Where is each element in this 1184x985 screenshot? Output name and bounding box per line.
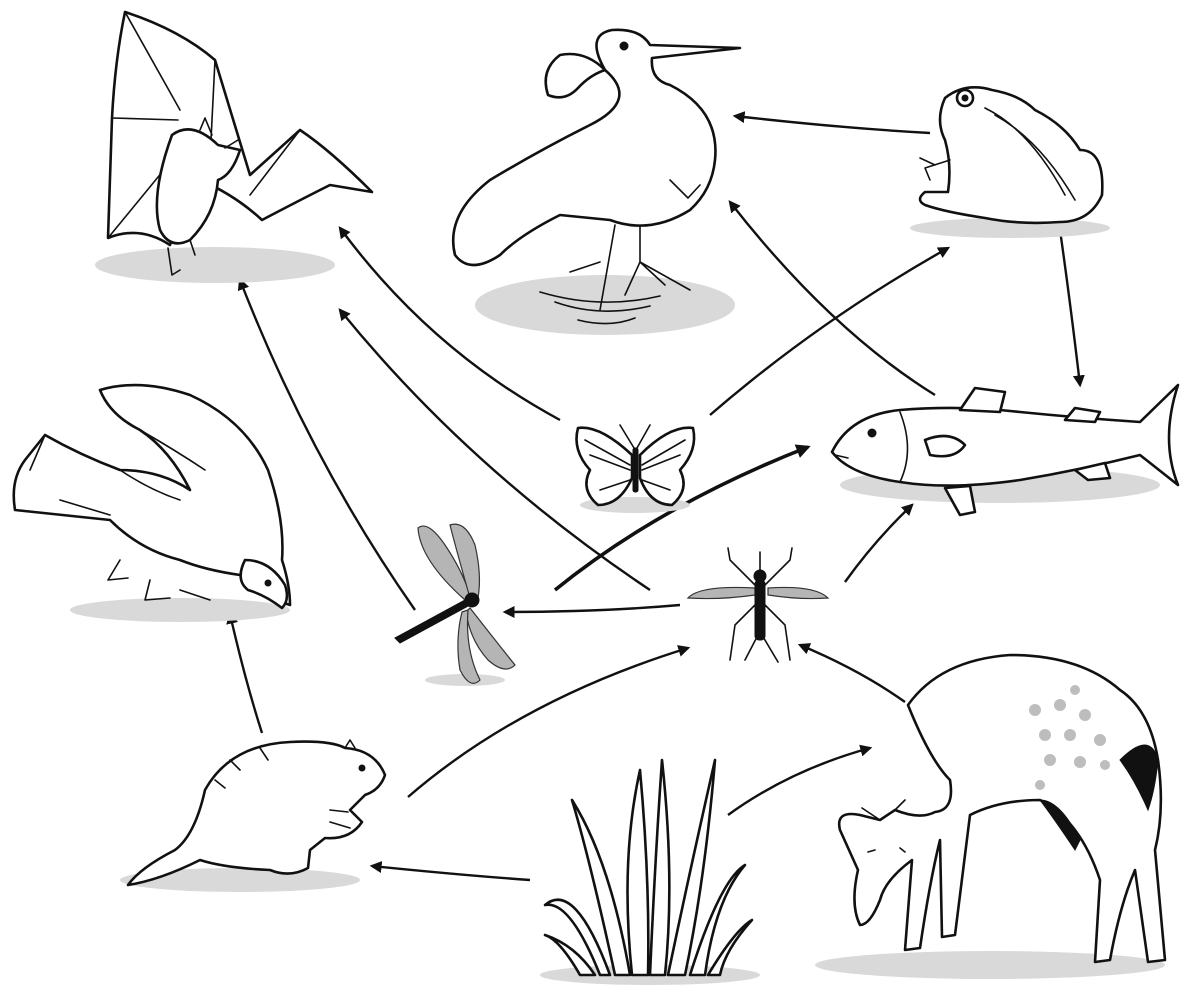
arrow-beaver-to-hawk [230,614,262,733]
grass-icon [540,760,760,985]
heron-icon [453,30,740,335]
hawk-icon [14,385,290,622]
butterfly-icon [577,425,695,513]
bat-icon [95,12,372,283]
arrow-deer-to-mosquito [800,645,905,702]
arrow-beaver-to-mosquito [408,648,688,797]
arrow-mosquito-to-dragonfly [505,605,680,612]
frog-icon [910,87,1110,238]
arrow-grass-to-deer [728,748,870,815]
arrow-butterfly-to-frog [710,248,948,415]
deer-icon [815,655,1165,979]
arrow-frog-to-heron [735,116,930,133]
arrow-fish-to-heron [730,202,935,395]
fish-icon [832,385,1178,515]
mosquito-icon [688,548,828,662]
arrow-frog-to-fish [1060,230,1080,385]
beaver-icon [120,740,385,892]
arrow-grass-to-beaver [372,866,530,880]
arrow-mosquito-to-fish [845,505,912,582]
